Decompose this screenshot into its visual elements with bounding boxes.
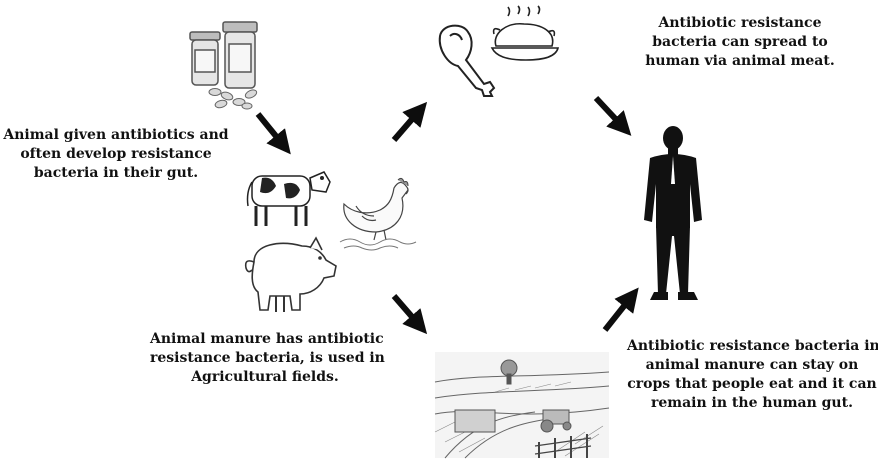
arrow-bottles-to-animals	[258, 114, 284, 146]
caption-line: Animal given antibiotics and	[2, 126, 230, 145]
caption-line: Antibiotic resistance	[640, 14, 840, 33]
caption-animals-given-antibiotics: Animal given antibiotics and often devel…	[2, 126, 230, 183]
caption-line: animal manure can stay on	[627, 356, 877, 375]
caption-meat-to-human: Antibiotic resistance bacteria can sprea…	[640, 14, 840, 71]
arrow-field-to-human	[605, 296, 632, 330]
caption-crops-to-gut: Antibiotic resistance bacteria in animal…	[627, 337, 877, 413]
caption-line: Animal manure has antibiotic	[150, 330, 380, 349]
caption-line: resistance bacteria, is used in	[150, 349, 380, 368]
caption-line: Antibiotic resistance bacteria in	[627, 337, 877, 356]
caption-line: remain in the human gut.	[627, 394, 877, 413]
caption-line: human via animal meat.	[640, 52, 840, 71]
caption-line: bacteria in their gut.	[2, 164, 230, 183]
caption-line: bacteria can spread to	[640, 33, 840, 52]
caption-manure-in-fields: Animal manure has antibiotic resistance …	[150, 330, 380, 387]
arrow-animals-to-meat	[394, 110, 420, 140]
caption-line: Agricultural fields.	[150, 368, 380, 387]
caption-line: often develop resistance	[2, 145, 230, 164]
arrow-animals-to-field	[394, 296, 420, 326]
arrow-meat-to-human	[596, 98, 624, 128]
caption-line: crops that people eat and it can	[627, 375, 877, 394]
